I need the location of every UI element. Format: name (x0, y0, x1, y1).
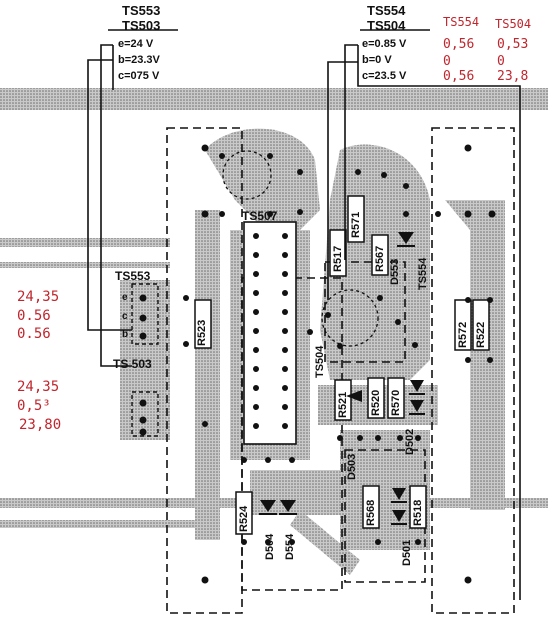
meas-ts504-b: 0 (497, 54, 505, 69)
header-leader-lines (87, 29, 521, 600)
meas-ts553-c: 0.56 (17, 326, 51, 342)
label-r572: R572 (457, 321, 469, 348)
ts553-header-title: TS553 (122, 3, 161, 18)
label-ts504: TS504 (314, 345, 326, 378)
ts504-header-b: b=0 V (362, 54, 392, 66)
label-d502: D502 (404, 428, 416, 455)
label-r517: R517 (332, 245, 344, 272)
meas-ts503-c: 23,80 (19, 417, 62, 433)
label-d501: D501 (401, 539, 413, 566)
label-d554: D554 (284, 533, 296, 560)
ts504-header-e: e=0.85 V (362, 38, 407, 50)
resistor-outlines (194, 195, 490, 535)
meas-ts503-b: 0,5³ (17, 398, 51, 414)
label-r521: R521 (337, 391, 349, 418)
ic-ts507 (243, 221, 297, 445)
label-r570: R570 (390, 389, 402, 416)
ts503-header-b: b=23.3V (118, 54, 160, 66)
ic-pins (253, 233, 288, 429)
meas-ts503-e: 24,35 (17, 379, 60, 395)
top-bus-trace (0, 88, 548, 110)
ts553-pins (131, 283, 159, 437)
label-pin-c: c (122, 311, 128, 322)
label-r520: R520 (370, 389, 382, 416)
meas-ts554-c: 0,56 (443, 69, 475, 84)
label-ts553: TS553 (115, 269, 151, 283)
label-r568: R568 (365, 499, 377, 526)
transistor-pads (139, 294, 147, 436)
label-r567: R567 (374, 245, 386, 272)
meas-ts554-e: 0,56 (443, 37, 475, 52)
transistor-circles (222, 150, 379, 347)
meas-ts504-e: 0,53 (497, 37, 529, 52)
copper-traces (120, 128, 505, 575)
solder-pads (183, 144, 496, 584)
label-ts503: TS 503 (113, 357, 152, 371)
label-r523: R523 (196, 319, 208, 346)
label-pin-e: e (122, 292, 128, 303)
dashed-outlines (166, 127, 515, 614)
label-r522: R522 (475, 321, 487, 348)
ts504-header-title: TS504 (367, 18, 406, 33)
meas-ts504-title: TS504 (495, 17, 532, 31)
ts503-header-e: e=24 V (118, 38, 154, 50)
diodes (259, 232, 425, 525)
meas-ts554-b: 0 (443, 54, 451, 69)
ts554-header-title: TS554 (367, 3, 406, 18)
meas-ts504-c: 23,8 (497, 69, 529, 84)
label-ts554: TS554 (417, 257, 429, 290)
label-pin-b: b (122, 329, 129, 340)
label-d503: D503 (346, 453, 358, 480)
ts504-header-c: c=23.5 V (362, 70, 407, 82)
label-d553: D553 (389, 258, 401, 285)
label-r571: R571 (350, 211, 362, 238)
label-r524: R524 (238, 505, 250, 532)
meas-ts553-b: 0.56 (17, 308, 51, 324)
label-r518: R518 (412, 499, 424, 526)
ts503-header-c: c=075 V (118, 70, 160, 82)
ts503-header-title: TS503 (122, 18, 161, 33)
label-ts507: TS507 (242, 209, 278, 223)
label-d504: D504 (264, 533, 276, 560)
meas-ts554-title: TS554 (443, 15, 480, 29)
meas-ts553-e: 24,35 (17, 289, 60, 305)
